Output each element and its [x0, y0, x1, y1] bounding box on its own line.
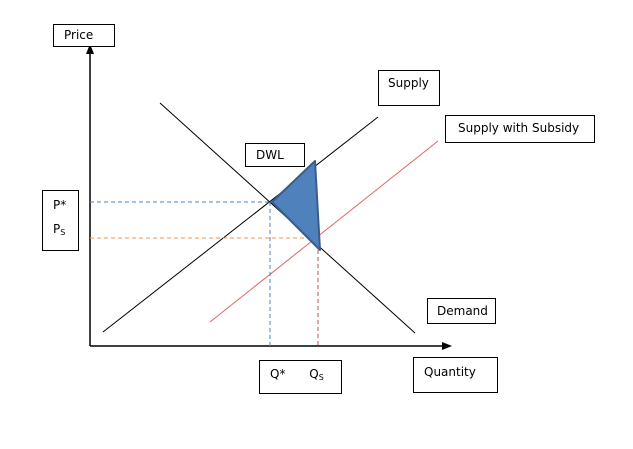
- price-label: Price: [53, 24, 115, 47]
- q-star-label: Q*: [270, 367, 286, 381]
- supply-subsidy-label: Supply with Subsidy: [445, 115, 595, 143]
- quantity-ticks-box: Q* QS: [259, 360, 342, 394]
- p-s-label: PS: [53, 214, 68, 248]
- supply-line: [102, 116, 379, 333]
- dwl-triangle: [271, 160, 321, 251]
- q-s-subscript: S: [318, 373, 324, 382]
- dwl-label: DWL: [245, 143, 305, 167]
- p-s-main: P: [53, 222, 61, 236]
- demand-label: Demand: [427, 298, 496, 324]
- p-s-subscript: S: [60, 228, 66, 237]
- price-ticks-box: P* PS: [42, 190, 79, 251]
- q-s-label: QS: [309, 367, 324, 382]
- supply-subsidy-line: [209, 140, 439, 323]
- quantity-label: Quantity: [413, 357, 498, 393]
- supply-label: Supply: [378, 70, 440, 106]
- y-axis-arrow: [86, 44, 94, 54]
- x-axis-arrow: [442, 342, 452, 350]
- p-star-label: P*: [53, 198, 67, 212]
- q-s-main: Q: [309, 367, 319, 381]
